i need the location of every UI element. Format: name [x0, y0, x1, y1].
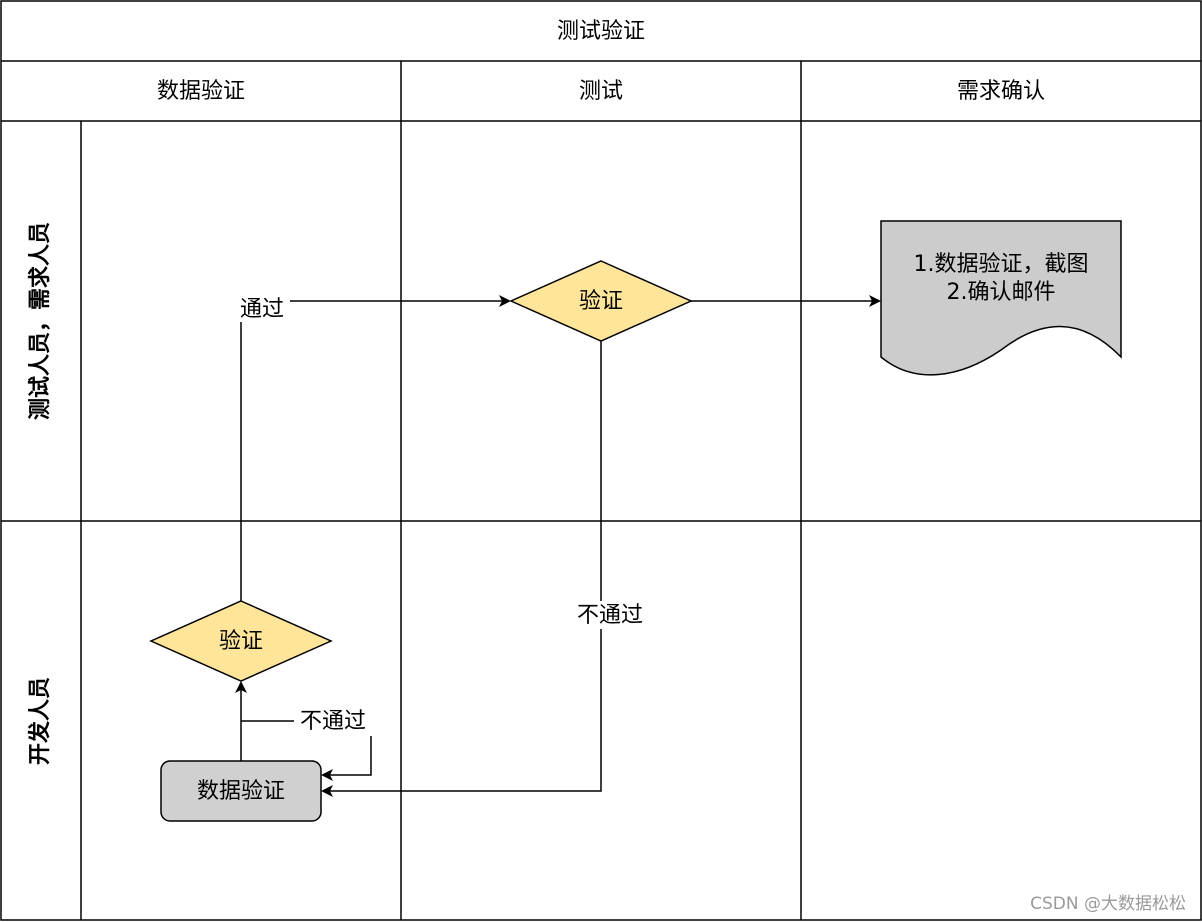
lane-label-testers: 测试人员，需求人员	[28, 222, 53, 420]
edge-label-pass: 通过	[240, 297, 284, 322]
edge-fail-middle	[321, 341, 602, 797]
column-header-requirement-confirm: 需求确认	[957, 79, 1045, 104]
process-data-verify-label: 数据验证	[197, 779, 285, 804]
decision-verify-bottom-label: 验证	[219, 629, 263, 654]
pool-title: 测试验证	[557, 19, 645, 44]
decision-verify-bottom	[149, 600, 333, 682]
edge-label-fail-loop: 不通过	[300, 709, 366, 734]
decision-verify-top-label: 验证	[579, 289, 623, 314]
column-header-data-verify: 数据验证	[157, 79, 245, 104]
column-header-test: 测试	[579, 79, 623, 104]
process-data-verify	[160, 760, 322, 822]
watermark: CSDN @大数据松松	[1030, 894, 1186, 914]
document-line-2: 2.确认邮件	[947, 280, 1056, 305]
document-output	[880, 220, 1122, 376]
edge-label-fail-middle: 不通过	[577, 603, 643, 628]
lane-label-developers: 开发人员	[27, 677, 53, 765]
document-line-1: 1.数据验证，截图	[914, 252, 1089, 277]
decision-verify-top	[509, 260, 693, 342]
